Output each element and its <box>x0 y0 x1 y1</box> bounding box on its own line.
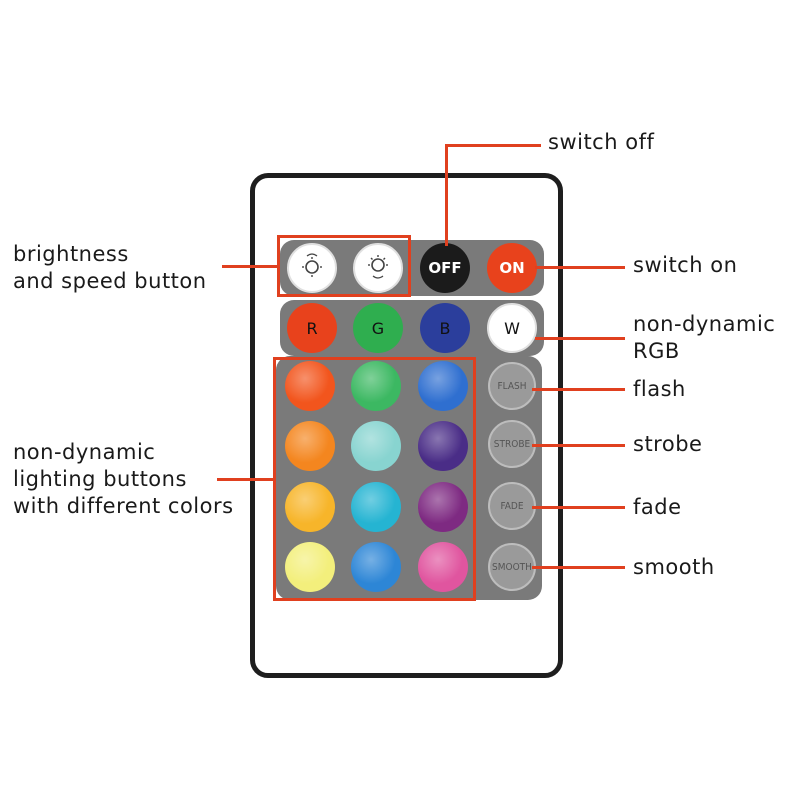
brightness-speed-up-icon <box>363 251 393 285</box>
switch-off-callout-drop <box>445 144 448 246</box>
switch-on-label-text: switch on <box>633 253 738 277</box>
switch-off-label: switch off <box>548 129 654 156</box>
switch-on-callout-line <box>535 266 625 269</box>
flash-label-text: flash <box>633 377 686 401</box>
rgb-callout-line <box>535 337 625 340</box>
fade-callout-line <box>532 506 625 509</box>
fade-button-label: FADE <box>500 500 524 512</box>
on-button-label: ON <box>499 259 525 277</box>
white-button[interactable]: W <box>487 303 537 353</box>
strobe-callout-line <box>532 444 625 447</box>
smooth-callout-line <box>532 566 625 569</box>
brightness-label-line2: and speed button <box>13 269 207 293</box>
lighting-label-line3: with different colors <box>13 494 234 518</box>
blue-button[interactable]: B <box>420 303 470 353</box>
brightness-down-button[interactable] <box>287 243 337 293</box>
smooth-button[interactable]: SMOOTH <box>488 543 536 591</box>
smooth-label-text: smooth <box>633 555 715 579</box>
off-button[interactable]: OFF <box>420 243 470 293</box>
fade-label: fade <box>633 494 682 521</box>
green-button[interactable]: G <box>353 303 403 353</box>
lighting-label: non-dynamic lighting buttons with differ… <box>13 439 234 520</box>
off-button-label: OFF <box>428 259 462 277</box>
flash-button[interactable]: FLASH <box>488 362 536 410</box>
brightness-label-line1: brightness <box>13 242 129 266</box>
green-button-label: G <box>371 318 385 338</box>
flash-label: flash <box>633 376 686 403</box>
switch-off-callout-line <box>445 144 541 147</box>
smooth-label: smooth <box>633 554 715 581</box>
color-button-r1-c2[interactable] <box>351 361 401 411</box>
fade-label-text: fade <box>633 495 682 519</box>
flash-button-label: FLASH <box>497 380 527 392</box>
color-button-r3-c1[interactable] <box>285 482 335 532</box>
on-button[interactable]: ON <box>487 243 537 293</box>
lighting-label-line1: non-dynamic <box>13 440 156 464</box>
red-button-label: R <box>306 318 318 338</box>
rgb-label-line1: non-dynamic <box>633 312 776 336</box>
color-button-r4-c2[interactable] <box>351 542 401 592</box>
lighting-callout-line <box>217 478 275 481</box>
switch-off-label-text: switch off <box>548 130 655 154</box>
strobe-label-text: strobe <box>633 432 703 456</box>
brightness-callout-line <box>222 265 278 268</box>
color-button-r3-c3[interactable] <box>418 482 468 532</box>
lighting-label-line2: lighting buttons <box>13 467 187 491</box>
smooth-button-label: SMOOTH <box>492 561 532 573</box>
brightness-highlight-box <box>277 235 411 297</box>
strobe-button-label: STROBE <box>493 438 531 450</box>
color-button-r2-c2[interactable] <box>351 421 401 471</box>
color-button-r2-c3[interactable] <box>418 421 468 471</box>
brightness-label: brightness and speed button <box>13 241 207 295</box>
rgb-label: non-dynamic RGB <box>633 311 775 365</box>
color-button-r4-c3[interactable] <box>418 542 468 592</box>
strobe-label: strobe <box>633 431 702 458</box>
rgb-label-line2: RGB <box>633 339 680 363</box>
color-button-r4-c1[interactable] <box>285 542 335 592</box>
color-grid-highlight-box <box>273 357 476 601</box>
color-button-r3-c2[interactable] <box>351 482 401 532</box>
brightness-up-button[interactable] <box>353 243 403 293</box>
white-button-label: W <box>504 318 520 338</box>
switch-on-label: switch on <box>633 252 737 279</box>
color-button-r2-c1[interactable] <box>285 421 335 471</box>
strobe-button[interactable]: STROBE <box>488 420 536 468</box>
color-button-r1-c3[interactable] <box>418 361 468 411</box>
blue-button-label: B <box>439 318 451 338</box>
fade-button[interactable]: FADE <box>488 482 536 530</box>
color-button-r1-c1[interactable] <box>285 361 335 411</box>
red-button[interactable]: R <box>287 303 337 353</box>
flash-callout-line <box>532 388 625 391</box>
brightness-speed-down-icon <box>297 251 327 285</box>
